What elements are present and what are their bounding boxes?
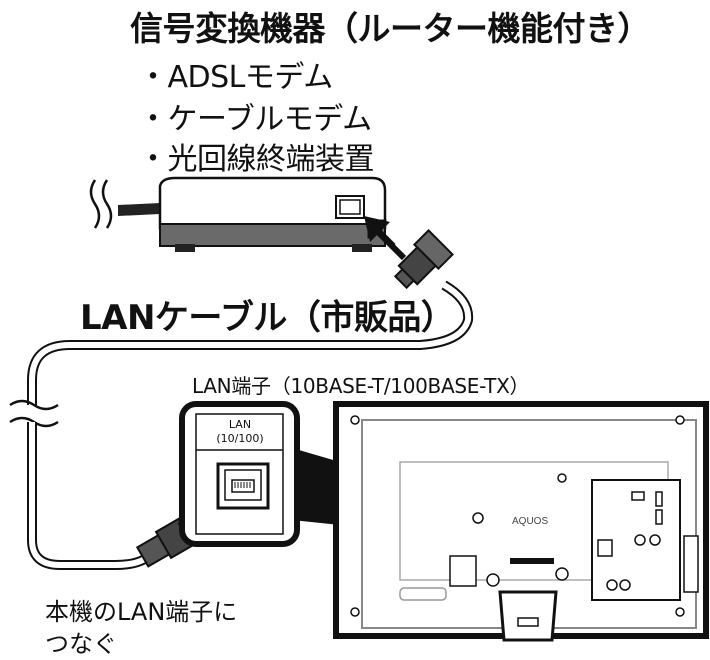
signal-wave-icon — [101, 179, 113, 229]
lan-cable-inner — [29, 282, 472, 405]
device-item-cable-modem: ・ケーブルモデム — [138, 102, 372, 137]
panel-lan-label: LAN — [228, 418, 252, 431]
connect-instruction-continued: つなぐ — [45, 630, 117, 658]
modem-device — [158, 176, 387, 252]
connect-instruction: 本機のLAN端子に — [45, 598, 238, 626]
signal-wave-icon — [89, 179, 101, 229]
lan-port-panel — [179, 401, 300, 547]
device-item-adsl: ・ADSLモデム — [138, 60, 333, 95]
lan-port-label: LAN端子（10BASE-T/100BASE-TX） — [192, 374, 530, 398]
arrow-head-icon — [364, 216, 390, 242]
lan-plug-top — [393, 229, 454, 290]
page-title: 信号変換機器（ルーター機能付き） — [130, 9, 651, 48]
modem-power-cord — [118, 203, 160, 216]
tv-back — [333, 401, 709, 642]
device-item-ont: ・光回線終端装置 — [138, 142, 375, 177]
panel-speed-label: (10/100) — [216, 432, 264, 445]
lan-cable-label: LANケーブル（市販品） — [80, 298, 455, 338]
tv-logo: AQUOS — [512, 516, 548, 527]
cable-break-icon — [9, 399, 59, 411]
lan-cable — [27, 422, 154, 570]
lan-cable-inner — [29, 422, 153, 568]
